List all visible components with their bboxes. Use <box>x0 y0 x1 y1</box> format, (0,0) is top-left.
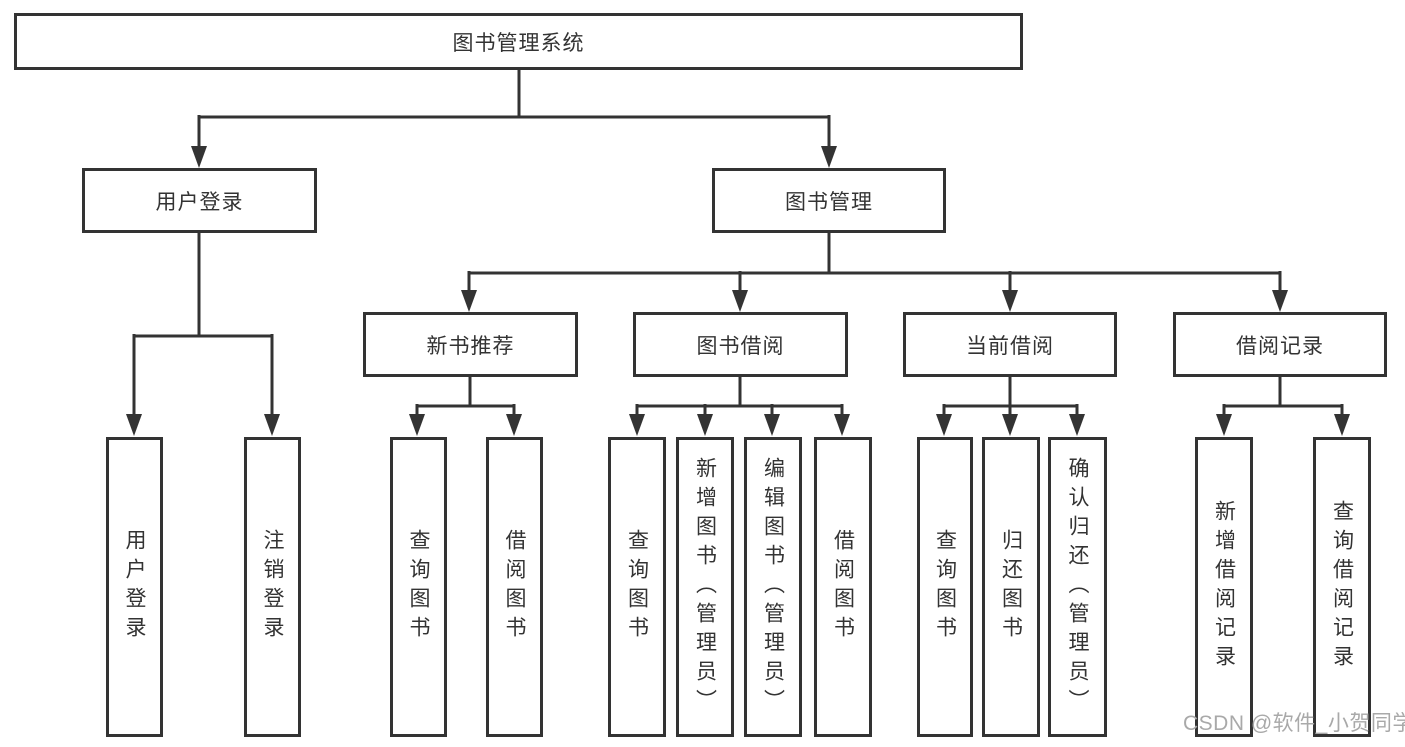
leaf-borrow-books: 借阅图书 <box>814 437 872 737</box>
node-label: 查询图书 <box>933 529 957 645</box>
node-label: 编辑图书（管理员） <box>761 456 785 718</box>
leaf-edit-book-admin: 编辑图书（管理员） <box>744 437 802 737</box>
node-book-borrowing: 图书借阅 <box>633 312 848 377</box>
node-label: 图书借阅 <box>696 334 785 358</box>
leaf-query-borrow-record: 查询借阅记录 <box>1313 437 1371 737</box>
node-label: 借阅图书 <box>831 529 855 645</box>
leaf-return-books: 归还图书 <box>982 437 1040 737</box>
node-label: 归还图书 <box>999 529 1023 645</box>
node-borrowing-records: 借阅记录 <box>1173 312 1387 377</box>
node-label: 查询图书 <box>407 529 430 645</box>
node-label: 用户登录 <box>155 190 244 214</box>
leaf-borrow-books-recommend: 借阅图书 <box>486 437 543 737</box>
leaf-add-borrow-record: 新增借阅记录 <box>1195 437 1253 737</box>
node-label: 新增图书（管理员） <box>693 456 717 718</box>
connector-arrowheads <box>126 146 1350 436</box>
node-label: 查询图书 <box>625 529 649 645</box>
leaf-query-books-recommend: 查询图书 <box>390 437 447 737</box>
node-current-borrowing: 当前借阅 <box>903 312 1117 377</box>
leaf-query-books-borrowing: 查询图书 <box>608 437 666 737</box>
node-label: 借阅图书 <box>503 529 526 645</box>
node-label: 图书管理 <box>785 190 873 214</box>
node-label: 注销登录 <box>261 529 284 645</box>
node-label: 新书推荐 <box>426 334 515 358</box>
leaf-query-books-current: 查询图书 <box>917 437 973 737</box>
leaf-logout: 注销登录 <box>244 437 301 737</box>
node-label: 查询借阅记录 <box>1330 500 1354 674</box>
node-label: 用户登录 <box>123 529 146 645</box>
node-user-login: 用户登录 <box>82 168 317 233</box>
node-new-book-recommend: 新书推荐 <box>363 312 578 377</box>
leaf-confirm-return-admin: 确认归还（管理员） <box>1048 437 1107 737</box>
node-label: 借阅记录 <box>1236 334 1324 358</box>
node-label: 新增借阅记录 <box>1212 500 1236 674</box>
node-book-management: 图书管理 <box>712 168 946 233</box>
node-book-management-system: 图书管理系统 <box>14 13 1023 70</box>
node-label: 当前借阅 <box>966 334 1054 358</box>
connector-lines <box>132 70 1344 418</box>
node-label: 图书管理系统 <box>452 31 585 55</box>
leaf-user-login: 用户登录 <box>106 437 163 737</box>
leaf-add-book-admin: 新增图书（管理员） <box>676 437 734 737</box>
csdn-watermark: CSDN @软件_小贺同学 <box>1183 712 1405 735</box>
node-label: 确认归还（管理员） <box>1066 456 1089 718</box>
